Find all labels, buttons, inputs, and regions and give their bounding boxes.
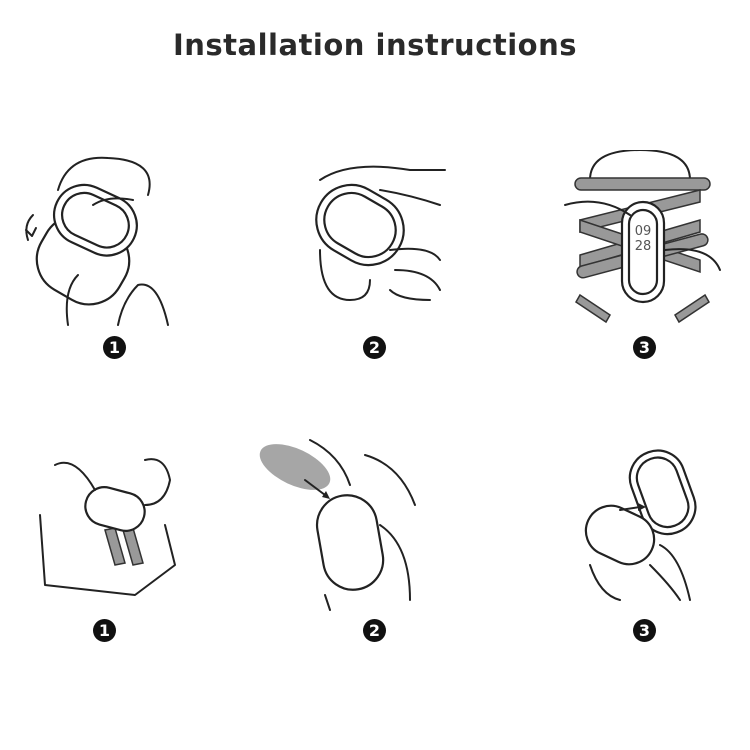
step-illustration-attach-cover	[570, 435, 750, 615]
step-number-badge: 2	[363, 336, 386, 359]
svg-text:09: 09	[635, 224, 652, 239]
step-illustration-insert-into-strap	[35, 435, 215, 615]
step-number-badge: 1	[103, 336, 126, 359]
step-illustration-apply-film	[250, 435, 430, 615]
page-title: Installation instructions	[172, 28, 578, 62]
step-number-badge: 2	[363, 619, 386, 642]
step-number-badge: 3	[633, 619, 656, 642]
step-illustration-pop-out-tracker	[18, 150, 198, 330]
step-illustration-strap-with-tracker: 09 28	[550, 149, 730, 330]
step-number-badge: 1	[93, 619, 116, 642]
step-illustration-push-tracker	[290, 150, 470, 330]
step-number-badge: 3	[633, 336, 656, 359]
svg-text:28: 28	[635, 239, 652, 254]
